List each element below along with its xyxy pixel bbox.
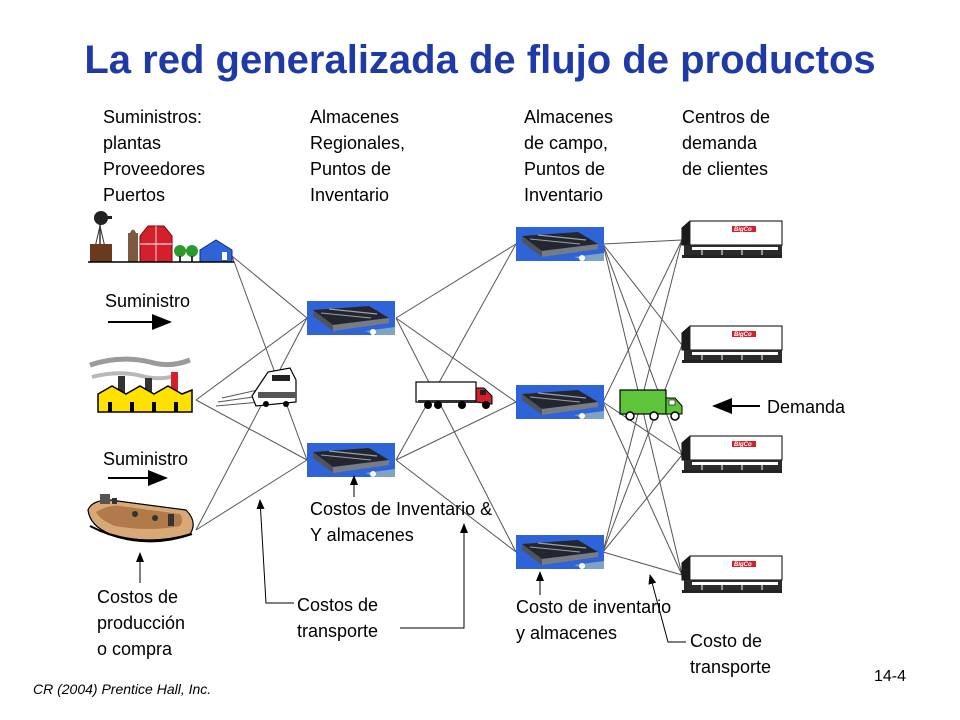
supply-label-top: Suministro xyxy=(105,291,191,311)
train-icon xyxy=(215,367,297,407)
connector-line xyxy=(395,317,517,553)
label-line: Proveedores xyxy=(103,159,206,179)
connector-line xyxy=(195,317,308,401)
connector-line xyxy=(602,239,683,245)
connector-line xyxy=(395,317,517,403)
warehouse-icon xyxy=(515,534,605,570)
connector-line xyxy=(395,459,517,553)
label-line: Costos de xyxy=(297,595,379,615)
farm-icon xyxy=(88,211,234,263)
label-line: Puertos xyxy=(103,185,166,205)
connector-line xyxy=(395,401,517,461)
label-line: Almacenes xyxy=(310,107,400,127)
cost-pointers xyxy=(136,475,686,643)
store-icon xyxy=(681,220,783,259)
factory-icon xyxy=(89,356,193,413)
connector-line xyxy=(195,399,308,461)
connector-line xyxy=(195,459,308,531)
label-line: Inventario xyxy=(310,185,390,205)
transport-cost-label-2: Costo de transporte xyxy=(690,628,771,680)
connector-line xyxy=(602,454,683,553)
connector-line xyxy=(231,255,308,319)
label-line: Regionales, xyxy=(310,133,406,153)
label-line: demanda xyxy=(682,133,758,153)
inventory-cost-label-1: Costos de Inventario & Y almacenes xyxy=(310,496,492,548)
column-label-regional: Almacenes Regionales, Puntos de Inventar… xyxy=(310,104,405,208)
transport-cost-pointer-1 xyxy=(256,499,294,604)
warehouse-icon xyxy=(306,300,396,336)
label-line: Costo de inventario xyxy=(516,597,672,617)
label-line: Y almacenes xyxy=(310,525,414,545)
label-line: Puntos de xyxy=(524,159,606,179)
store-icon xyxy=(681,435,783,474)
label-line: transporte xyxy=(690,657,772,677)
flow-arrows xyxy=(108,314,760,486)
warehouse-icon xyxy=(515,226,605,262)
connector-line xyxy=(395,243,517,461)
column-label-demand: Centros de demanda de clientes xyxy=(682,104,770,182)
column-label-supply: Suministros: plantas Proveedores Puertos xyxy=(103,104,205,208)
semi-truck-icon xyxy=(415,381,493,409)
connector-lines xyxy=(195,239,683,576)
connector-line xyxy=(602,401,683,576)
page-title: La red generalizada de flujo de producto… xyxy=(84,38,876,82)
connector-line xyxy=(395,243,517,319)
store-icon xyxy=(681,555,783,594)
delivery-truck-icon xyxy=(619,389,683,421)
transport-cost-label-1: Costos de transporte xyxy=(297,592,378,644)
transport-cost-pointer-2 xyxy=(648,574,686,643)
store-sign: BigCo xyxy=(734,562,752,568)
store-sign: BigCo xyxy=(734,227,752,233)
connector-line xyxy=(195,317,308,531)
label-line: producción xyxy=(97,613,186,633)
store-group-1: BigCo xyxy=(681,220,783,259)
production-cost-label: Costos de producción o compra xyxy=(97,584,185,662)
connector-line xyxy=(602,344,683,553)
column-label-field: Almacenes de campo, Puntos de Inventario xyxy=(524,104,613,208)
store-group-4: BigCo xyxy=(681,555,783,594)
inventory-cost-label-2: Costo de inventario y almacenes xyxy=(516,594,671,646)
connector-line xyxy=(602,243,683,456)
warehouse-icon xyxy=(306,442,396,478)
store-sign: BigCo xyxy=(734,442,752,448)
inventory-cost-pointer-arrow xyxy=(400,523,468,629)
label-line: transporte xyxy=(297,621,379,641)
store-group-2: BigCo xyxy=(681,325,783,364)
connector-line xyxy=(602,243,683,346)
store-group-3: BigCo xyxy=(681,435,783,474)
label-line: Costos de xyxy=(97,587,179,607)
connector-line xyxy=(602,239,683,403)
ship-icon xyxy=(87,494,194,543)
footer-credit: CR (2004) Prentice Hall, Inc. xyxy=(33,681,212,697)
label-line: Costo de xyxy=(690,631,763,651)
store-sign: BigCo xyxy=(734,332,752,338)
label-line: plantas xyxy=(103,133,162,153)
connector-line xyxy=(602,551,683,576)
warehouse-icon xyxy=(515,384,605,420)
label-line: Almacenes xyxy=(524,107,614,127)
page-number: 14-4 xyxy=(874,668,907,685)
demand-label: Demanda xyxy=(767,397,846,417)
label-line: de campo, xyxy=(524,133,609,153)
label-line: Puntos de xyxy=(310,159,392,179)
label-line: Suministros: xyxy=(103,107,203,127)
label-line: Inventario xyxy=(524,185,604,205)
label-line: Centros de xyxy=(682,107,771,127)
supply-label-bottom: Suministro xyxy=(103,449,189,469)
label-line: de clientes xyxy=(682,159,769,179)
label-line: o compra xyxy=(97,639,173,659)
label-line: y almacenes xyxy=(516,623,618,643)
label-line: Costos de Inventario & xyxy=(310,499,493,519)
store-icon xyxy=(681,325,783,364)
connector-line xyxy=(602,401,683,456)
connector-line xyxy=(231,255,308,461)
